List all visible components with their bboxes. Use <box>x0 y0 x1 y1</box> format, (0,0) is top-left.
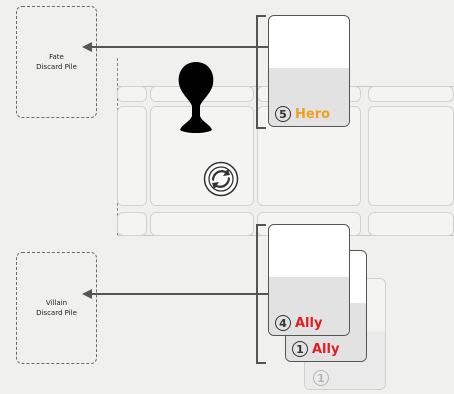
ally-stack-bracket <box>256 224 266 364</box>
character-pawn-icon <box>178 62 214 133</box>
board-slot <box>150 212 254 236</box>
cost-badge: 1 <box>313 370 329 386</box>
card-type-label: Ally <box>295 316 323 331</box>
villain-discard-label: Villain Discard Pile <box>36 299 77 317</box>
board-slot <box>117 106 147 206</box>
board-slot <box>117 86 147 102</box>
card-type-label: Ally <box>312 342 340 357</box>
cost-badge: 5 <box>275 106 291 122</box>
villain-discard-pile: Villain Discard Pile <box>16 252 97 364</box>
fate-discard-pile: Fate Discard Pile <box>16 6 97 118</box>
hero-stack-bracket <box>256 15 266 129</box>
cost-badge: 1 <box>292 341 308 357</box>
hero-card[interactable]: 5 Hero <box>268 15 350 127</box>
board-slot <box>368 212 454 236</box>
cost-badge: 4 <box>275 315 291 331</box>
fate-discard-label: Fate Discard Pile <box>36 53 77 71</box>
card-type-label: Hero <box>295 107 331 122</box>
ally-card[interactable]: 4 Ally <box>268 224 350 336</box>
swirl-token-icon <box>203 161 239 197</box>
board-slot <box>117 212 147 236</box>
